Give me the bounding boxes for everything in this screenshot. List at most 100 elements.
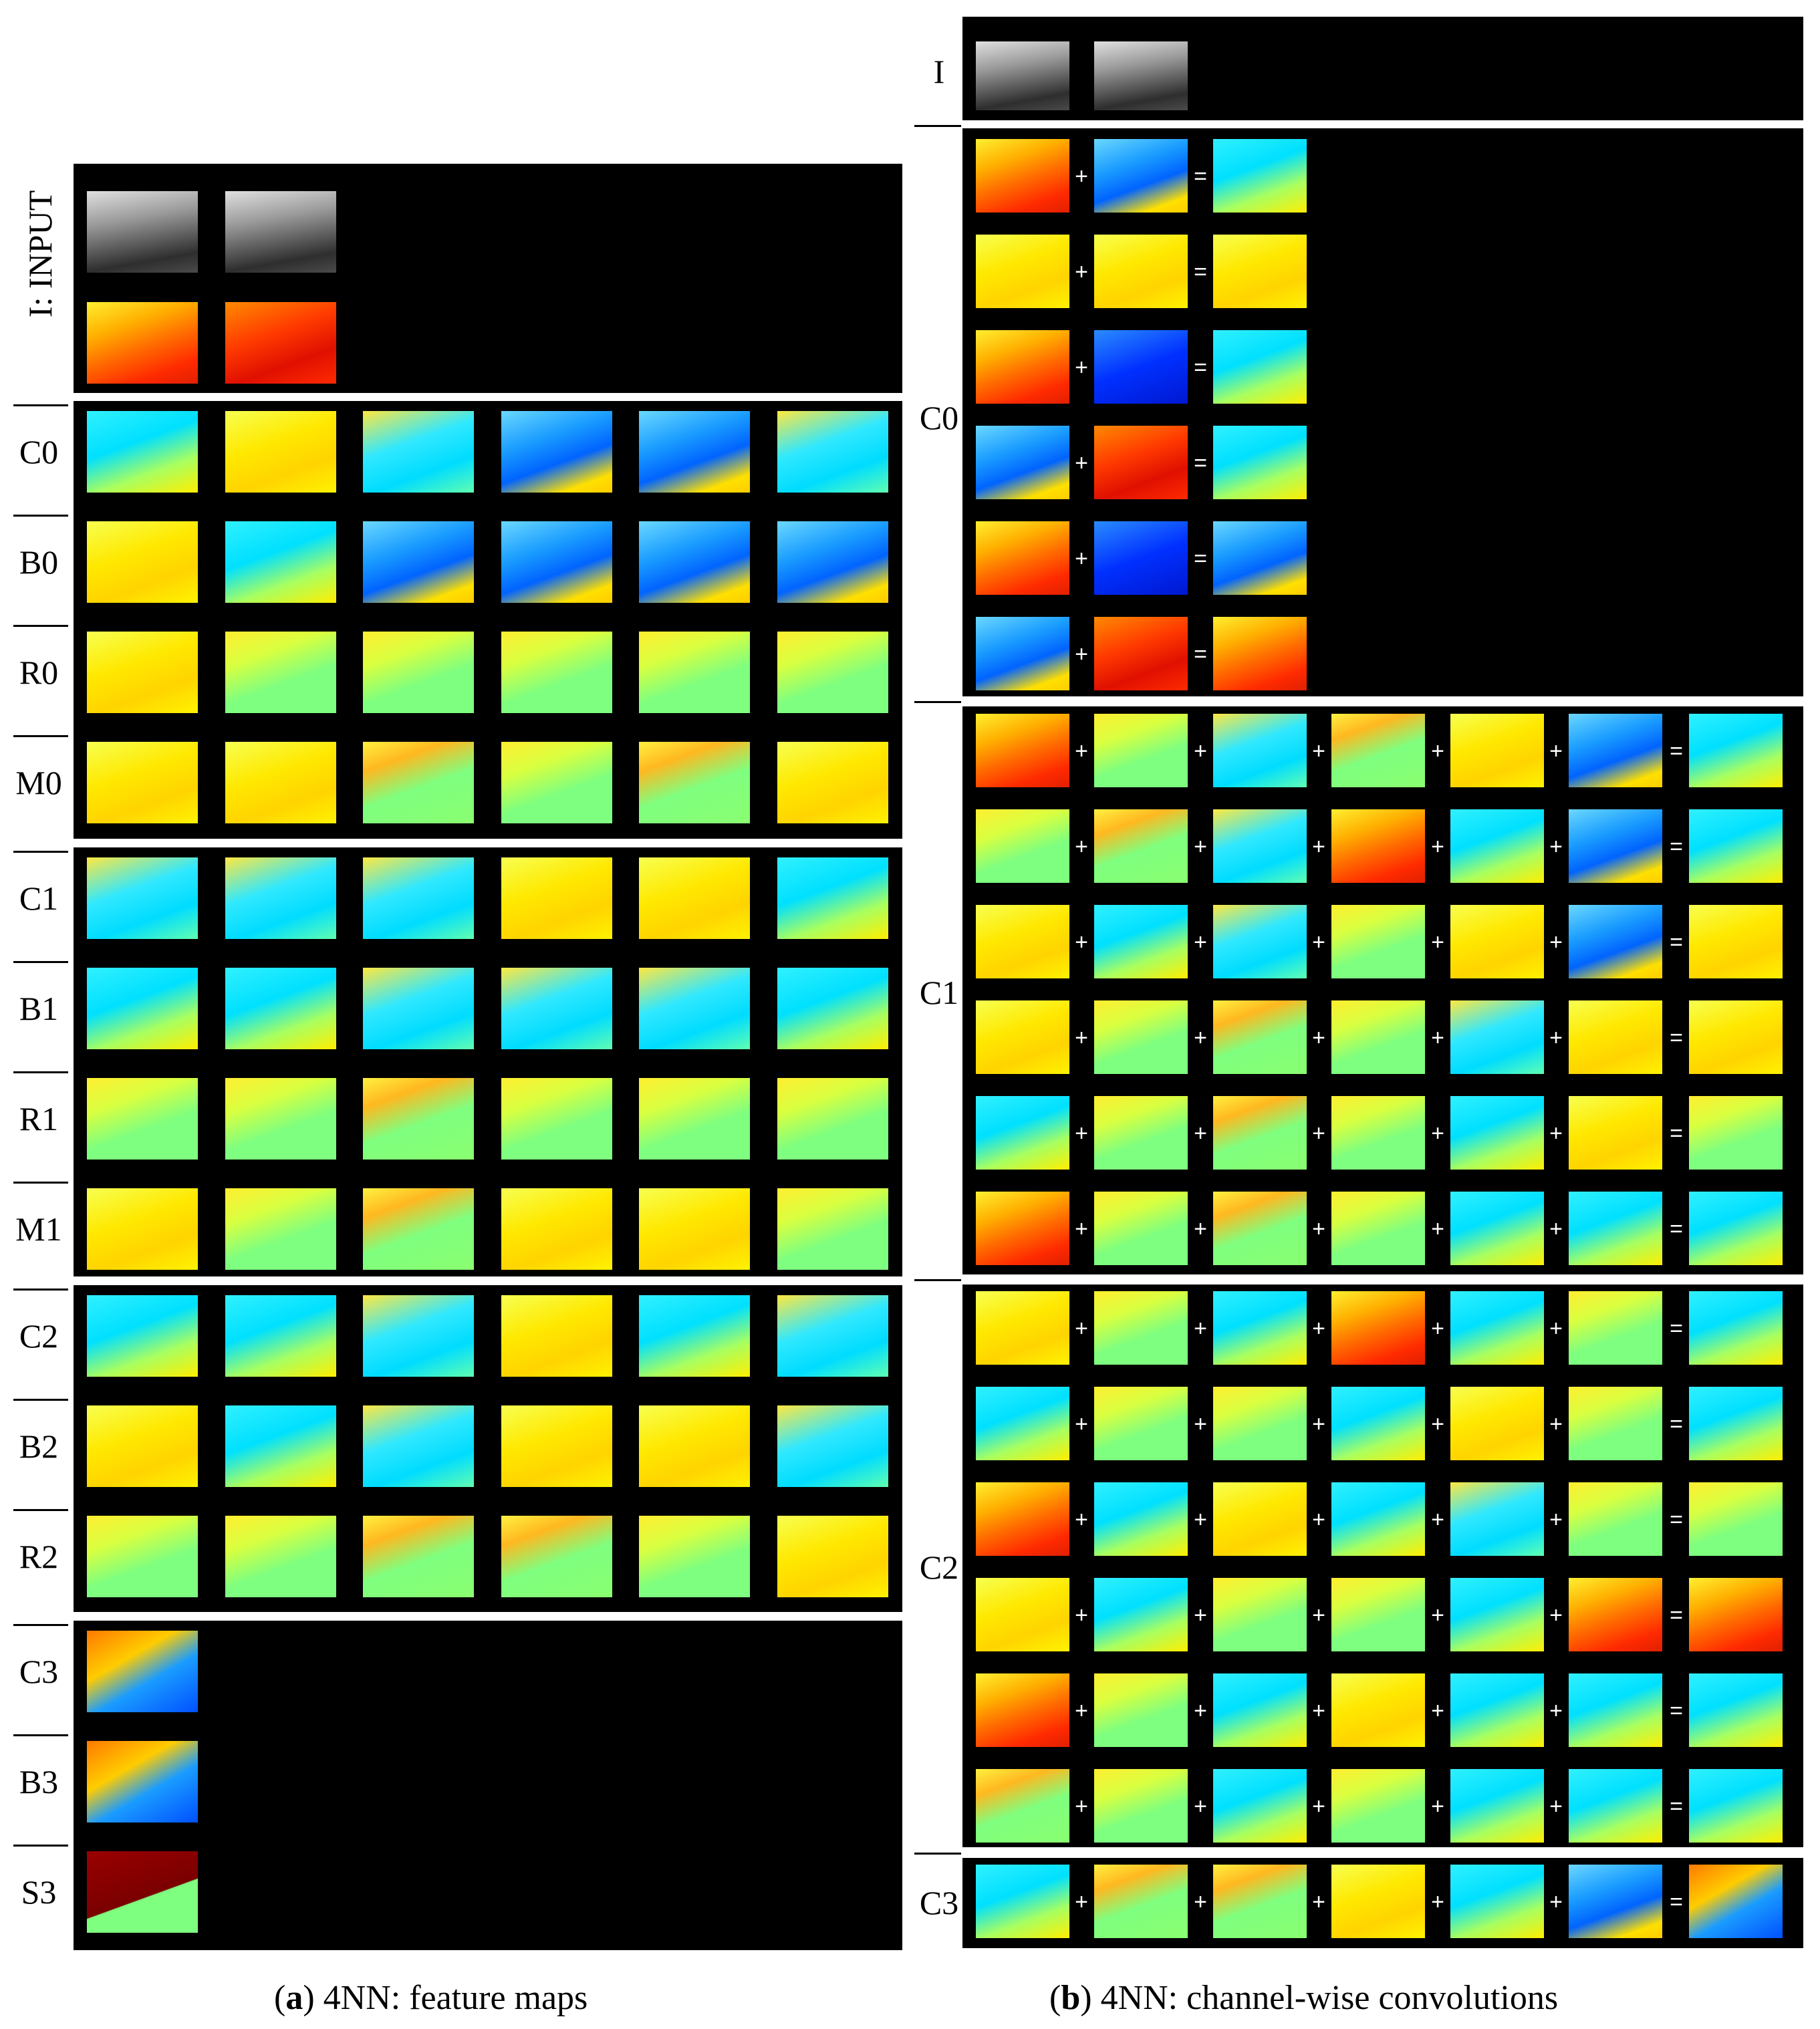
plus-sign: + bbox=[1194, 1603, 1207, 1628]
feature-map-thumb bbox=[87, 521, 198, 603]
conv-map-thumb bbox=[1450, 1291, 1544, 1365]
plus-sign: + bbox=[1194, 930, 1207, 955]
row-separator bbox=[13, 851, 68, 853]
feature-map-thumb bbox=[777, 968, 888, 1049]
conv-map-thumb bbox=[1094, 139, 1188, 213]
conv-map-thumb bbox=[1213, 1578, 1307, 1651]
row-separator bbox=[13, 1071, 68, 1073]
row-separator bbox=[13, 1845, 68, 1847]
equals-sign: = bbox=[1670, 1698, 1683, 1724]
plus-sign: + bbox=[1194, 1889, 1207, 1915]
feature-map-thumb bbox=[501, 1295, 612, 1377]
conv-map-thumb bbox=[1569, 1769, 1662, 1843]
plus-sign: + bbox=[1312, 1889, 1325, 1915]
feature-map-thumb bbox=[777, 1295, 888, 1377]
conv-map-thumb bbox=[1450, 1578, 1544, 1651]
plus-sign: + bbox=[1312, 1121, 1325, 1146]
equals-sign: = bbox=[1670, 1603, 1683, 1628]
feature-map-thumb bbox=[501, 521, 612, 603]
plus-sign: + bbox=[1312, 1216, 1325, 1242]
feature-map-thumb bbox=[225, 632, 336, 713]
conv-map-thumb bbox=[1213, 1769, 1307, 1843]
conv-map-thumb bbox=[976, 426, 1069, 499]
conv-map-thumb bbox=[1213, 1865, 1307, 1938]
block-label: C2 bbox=[919, 1548, 959, 1586]
conv-map-thumb bbox=[1213, 235, 1307, 308]
plus-sign: + bbox=[1075, 738, 1088, 764]
plus-sign: + bbox=[1549, 1698, 1563, 1724]
plus-sign: + bbox=[1312, 1411, 1325, 1437]
plus-sign: + bbox=[1549, 834, 1563, 859]
panel-a-block bbox=[74, 847, 902, 1276]
equals-sign: = bbox=[1670, 1025, 1683, 1051]
plus-sign: + bbox=[1194, 738, 1207, 764]
conv-map-thumb bbox=[1450, 1387, 1544, 1460]
plus-sign: + bbox=[1075, 1794, 1088, 1819]
conv-map-thumb bbox=[1569, 1096, 1662, 1170]
conv-map-thumb bbox=[1569, 1000, 1662, 1074]
row-label: R2 bbox=[19, 1538, 59, 1575]
feature-map-thumb bbox=[87, 191, 198, 273]
conv-map-thumb bbox=[1213, 1291, 1307, 1365]
feature-map-thumb bbox=[225, 411, 336, 493]
conv-map-thumb bbox=[976, 1865, 1069, 1938]
conv-map-thumb bbox=[1569, 1192, 1662, 1265]
plus-sign: + bbox=[1075, 546, 1088, 571]
conv-map-thumb bbox=[976, 1769, 1069, 1843]
plus-sign: + bbox=[1312, 930, 1325, 955]
plus-sign: + bbox=[1075, 1507, 1088, 1532]
feature-map-thumb bbox=[777, 1188, 888, 1270]
feature-map-thumb bbox=[639, 411, 750, 493]
conv-map-thumb bbox=[1331, 714, 1425, 787]
feature-map-thumb bbox=[501, 411, 612, 493]
feature-map-thumb bbox=[501, 1078, 612, 1160]
row-label: R1 bbox=[19, 1100, 59, 1137]
feature-map-thumb bbox=[225, 857, 336, 939]
conv-map-thumb bbox=[1450, 1865, 1544, 1938]
plus-sign: + bbox=[1549, 1889, 1563, 1915]
plus-sign: + bbox=[1431, 1411, 1444, 1437]
conv-map-thumb bbox=[976, 1673, 1069, 1747]
conv-map-thumb bbox=[1689, 714, 1783, 787]
conv-map-thumb bbox=[1213, 521, 1307, 595]
feature-map-thumb bbox=[87, 1631, 198, 1712]
plus-sign: + bbox=[1549, 930, 1563, 955]
conv-map-thumb bbox=[1450, 1673, 1544, 1747]
conv-map-thumb bbox=[1689, 1865, 1783, 1938]
conv-map-thumb bbox=[1569, 1578, 1662, 1651]
conv-map-thumb bbox=[1213, 1192, 1307, 1265]
equals-sign: = bbox=[1194, 450, 1207, 476]
equals-sign: = bbox=[1194, 164, 1207, 189]
plus-sign: + bbox=[1194, 1121, 1207, 1146]
conv-map-thumb bbox=[1569, 905, 1662, 978]
conv-map-thumb bbox=[1213, 1673, 1307, 1747]
feature-map-thumb bbox=[87, 411, 198, 493]
conv-map-thumb bbox=[1569, 1673, 1662, 1747]
conv-map-thumb bbox=[1094, 617, 1188, 690]
conv-map-thumb bbox=[1689, 1482, 1783, 1556]
conv-map-thumb bbox=[1094, 1000, 1188, 1074]
conv-map-thumb bbox=[1094, 521, 1188, 595]
feature-map-thumb bbox=[777, 742, 888, 823]
conv-map-thumb bbox=[1331, 1096, 1425, 1170]
plus-sign: + bbox=[1194, 834, 1207, 859]
equals-sign: = bbox=[1670, 1411, 1683, 1437]
conv-map-thumb bbox=[1331, 1673, 1425, 1747]
conv-map-thumb bbox=[1450, 714, 1544, 787]
feature-map-thumb bbox=[777, 632, 888, 713]
plus-sign: + bbox=[1431, 930, 1444, 955]
feature-map-thumb bbox=[363, 1188, 474, 1270]
plus-sign: + bbox=[1549, 1025, 1563, 1051]
conv-map-thumb bbox=[976, 235, 1069, 308]
conv-map-thumb bbox=[976, 905, 1069, 978]
row-label: C3 bbox=[19, 1653, 59, 1690]
conv-map-thumb bbox=[1569, 1387, 1662, 1460]
conv-map-thumb bbox=[1094, 1192, 1188, 1265]
feature-map-thumb bbox=[777, 411, 888, 493]
conv-map-thumb bbox=[1213, 1000, 1307, 1074]
equals-sign: = bbox=[1670, 834, 1683, 859]
conv-map-thumb bbox=[1331, 1000, 1425, 1074]
row-label: I: INPUT bbox=[21, 190, 59, 317]
feature-map-thumb bbox=[225, 1516, 336, 1597]
conv-map-thumb bbox=[1094, 1865, 1188, 1938]
